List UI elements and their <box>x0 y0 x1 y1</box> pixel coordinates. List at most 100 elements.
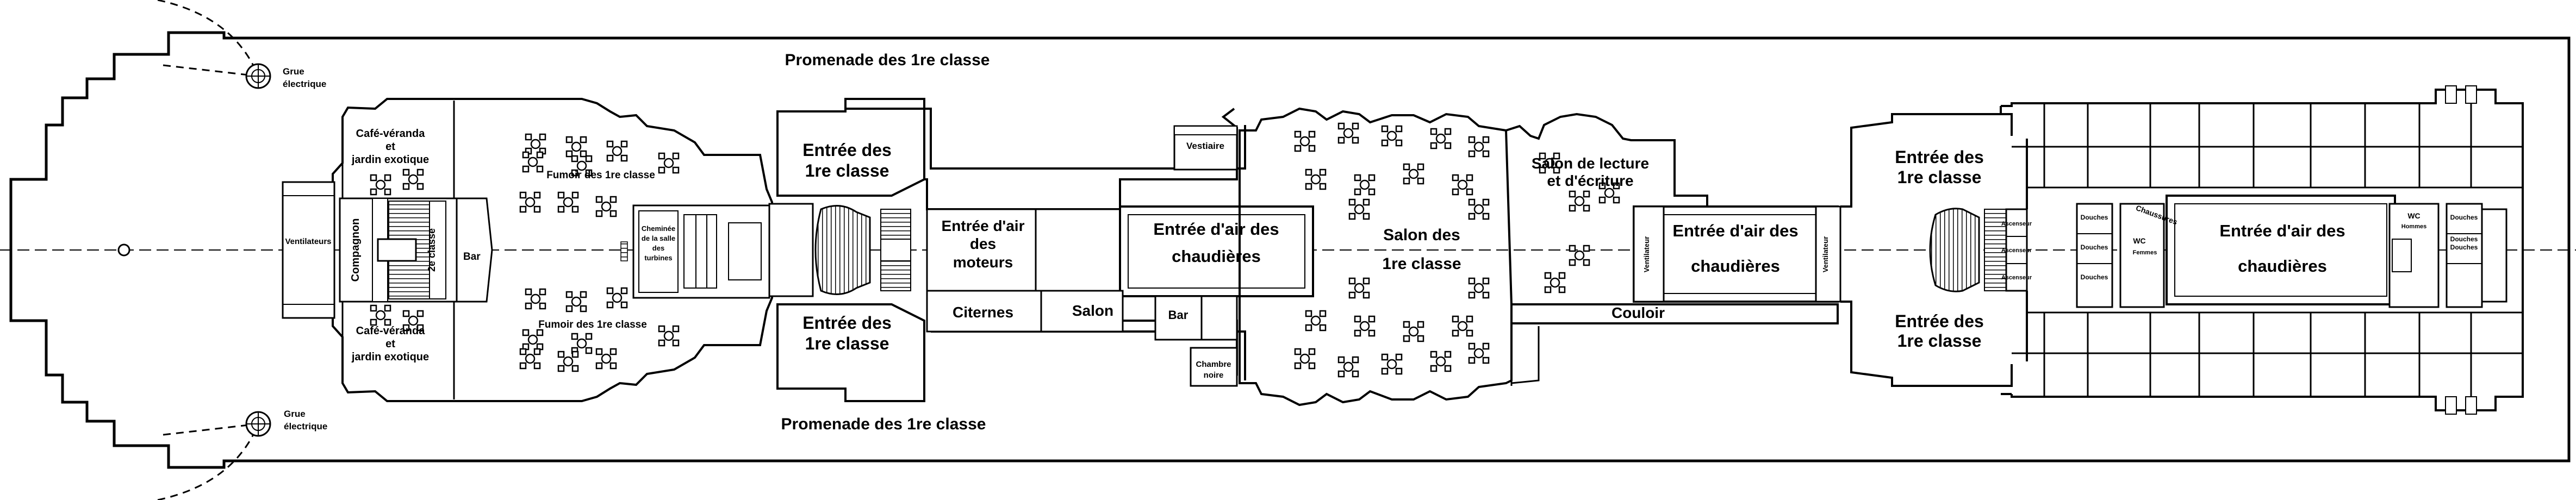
table-set <box>1598 182 1620 204</box>
showers-label-f: Douches <box>2450 243 2478 251</box>
bow-marker <box>117 243 130 257</box>
table-set <box>1569 245 1590 266</box>
table-set <box>1294 130 1316 152</box>
cafe-label-bottom-3: jardin exotique <box>351 351 429 363</box>
cafe-label-bottom-2: et <box>385 338 395 350</box>
crane-label-bottom-2: électrique <box>284 421 327 432</box>
staircase-oval <box>814 205 871 295</box>
table-set <box>525 288 546 310</box>
boiler-intake-1-label-2: chaudières <box>1172 247 1261 266</box>
cabin-block <box>2000 89 2524 411</box>
boiler-intake-2-label-1: Entrée d'air des <box>1672 221 1798 240</box>
table-set <box>1305 310 1327 332</box>
table-set <box>522 151 544 173</box>
cloakroom-label: Vestiaire <box>1186 141 1224 151</box>
table-set <box>595 196 617 217</box>
funnel-label-1: Cheminée <box>642 224 675 233</box>
entrance-label-bl-1: Entrée des <box>802 313 892 333</box>
boiler-intake-1-label-1: Entrée d'air des <box>1153 220 1279 239</box>
table-set <box>606 140 628 162</box>
table-set <box>519 348 541 370</box>
entrance-label-bl-2: 1re classe <box>805 334 889 353</box>
cafe-label-top-2: et <box>385 141 395 153</box>
table-set <box>1354 315 1376 337</box>
crane-label-top-1: Grue <box>283 66 304 77</box>
showers-label-d: Douches <box>2450 214 2478 221</box>
entrance-label-tr-1: Entrée des <box>1895 147 1984 167</box>
table-set <box>1452 174 1473 196</box>
bar-mid <box>1154 295 1203 341</box>
table-set <box>402 310 424 332</box>
cisterns-label: Citernes <box>953 304 1013 321</box>
small-salon-label: Salon <box>1072 302 1113 319</box>
table-set <box>1381 353 1403 375</box>
table-set <box>1430 128 1452 149</box>
table-set <box>571 155 593 177</box>
cafe-label-top-1: Café-véranda <box>356 128 426 140</box>
table-set <box>571 333 593 354</box>
darkroom <box>1190 347 1238 387</box>
wc-men-label-2: Hommes <box>2401 223 2426 230</box>
table-set <box>1468 198 1490 220</box>
table-set <box>370 304 391 326</box>
table-set <box>519 191 541 213</box>
table-set <box>565 291 587 312</box>
elevator-label-2: Ascenseur <box>2001 247 2032 254</box>
lounge-label-1: Salon des <box>1383 226 1460 244</box>
boiler-intake-3-label-2: chaudières <box>2238 257 2327 276</box>
showers-label-a: Douches <box>2081 214 2108 221</box>
crane-icon-bottom <box>245 411 271 437</box>
table-set <box>1468 342 1490 364</box>
lounge-label-2: 1re classe <box>1382 255 1461 273</box>
ventilateurs-block <box>282 181 335 319</box>
table-set <box>370 174 391 196</box>
table-set <box>1381 125 1403 147</box>
funnel-label-4: turbines <box>644 254 672 262</box>
table-set <box>1539 152 1560 174</box>
funnel-label-2: de la salle <box>642 234 675 242</box>
table-set <box>522 329 544 351</box>
table-set <box>557 191 579 213</box>
entrance-label-tl-2: 1re classe <box>805 161 889 180</box>
table-set <box>402 168 424 190</box>
fan-label-a: Ventilateur <box>1642 236 1651 272</box>
reading-room-label-2: et d'écriture <box>1547 172 1633 189</box>
smoking-room-label-top: Fumoir des 1re classe <box>546 170 655 181</box>
corridor-label: Couloir <box>1611 304 1665 321</box>
bar-aft-label: Bar <box>463 251 481 262</box>
furniture <box>370 122 1620 378</box>
table-set <box>606 287 628 309</box>
cisterns <box>926 290 1042 333</box>
table-set <box>658 325 680 347</box>
cabins-bottom <box>2012 311 2523 397</box>
boiler-intake-2-label-2: chaudières <box>1691 257 1780 276</box>
crane-swing-bottom <box>157 423 259 500</box>
grand-staircase-aft <box>1929 208 1980 292</box>
table-set <box>1468 136 1490 158</box>
table-set <box>1337 356 1359 378</box>
table-set <box>1544 272 1566 293</box>
table-set <box>1430 351 1452 372</box>
compagnon-label: Compagnon <box>350 218 362 282</box>
crane-label-bottom-1: Grue <box>284 409 306 419</box>
bar-mid-label: Bar <box>1168 308 1189 322</box>
crane-swing-top-2 <box>163 64 259 77</box>
engine-intake-label-1: Entrée d'air <box>942 217 1025 234</box>
entrance-label-br-1: Entrée des <box>1895 311 1984 331</box>
table-set <box>658 152 680 174</box>
promenade-label-top: Promenade des 1re classe <box>785 51 990 69</box>
cafe-label-bottom-1: Café-véranda <box>356 325 426 337</box>
showers-label-b: Douches <box>2081 243 2108 251</box>
table-set <box>557 351 579 372</box>
table-set <box>525 133 546 155</box>
table-set <box>1569 190 1590 212</box>
table-set <box>1468 277 1490 299</box>
reading-room-label-1: Salon de lecture <box>1532 155 1649 172</box>
engine-intake-label-2: des <box>970 235 996 252</box>
wc-men-label-1: WC <box>2407 211 2420 220</box>
darkroom-label-1: Chambre <box>1196 360 1231 369</box>
crane-label-top-2: électrique <box>283 79 326 89</box>
showers-label-e: Douches <box>2450 235 2478 243</box>
table-set <box>1452 315 1473 337</box>
showers-label-c: Douches <box>2081 273 2108 281</box>
